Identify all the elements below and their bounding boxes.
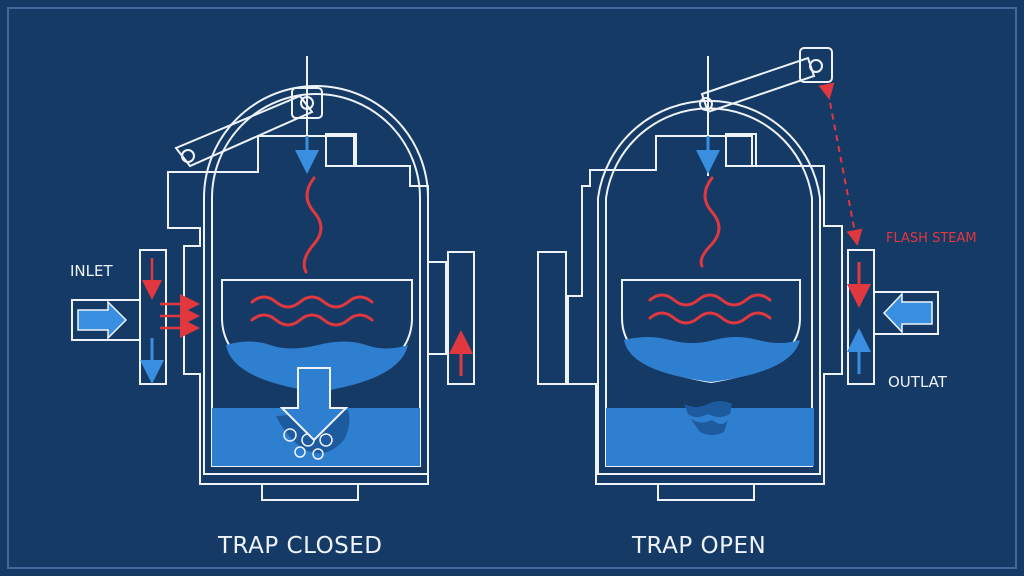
right-base [657, 483, 755, 501]
right-side-flange [537, 251, 567, 385]
left-vessel-outer [203, 85, 429, 475]
right-lever-pivot [699, 97, 713, 111]
inlet-flow-arrow [77, 300, 128, 340]
outlet-flange [847, 249, 875, 385]
left-heat-waves [250, 176, 374, 327]
left-lever-pivot [181, 149, 195, 163]
outer-frame [7, 7, 1017, 569]
right-lever-arm [700, 56, 816, 114]
left-base [261, 483, 359, 501]
flash-steam-label: FLASH STEAM [886, 231, 977, 246]
inlet-pipe [71, 299, 141, 341]
outlet-flow-arrow [882, 292, 933, 334]
inlet-label: INLET [70, 262, 113, 280]
right-top-cap [725, 133, 757, 167]
outlet-pipe [873, 291, 939, 335]
left-lever-arm [174, 94, 314, 168]
right-water-area [606, 337, 814, 466]
trap-closed-title: TRAP CLOSED [218, 533, 383, 559]
flash-steam-path [818, 82, 863, 246]
outlet-label: OUTLAT [888, 373, 947, 391]
right-housing-outline [567, 135, 843, 485]
left-discharge-arrow [279, 367, 349, 442]
left-side-flange [447, 251, 475, 385]
left-housing-outline [167, 135, 447, 485]
right-vessel-outer [597, 100, 821, 475]
right-lever-joint [809, 59, 823, 73]
trap-open-title: TRAP OPEN [632, 533, 767, 559]
right-vessel-inner [605, 107, 813, 467]
right-heat-waves [648, 176, 772, 325]
inlet-red-arrows [142, 258, 200, 338]
left-top-cap [325, 133, 357, 167]
right-lever-block [799, 47, 833, 83]
left-vessel-inner [211, 93, 421, 467]
